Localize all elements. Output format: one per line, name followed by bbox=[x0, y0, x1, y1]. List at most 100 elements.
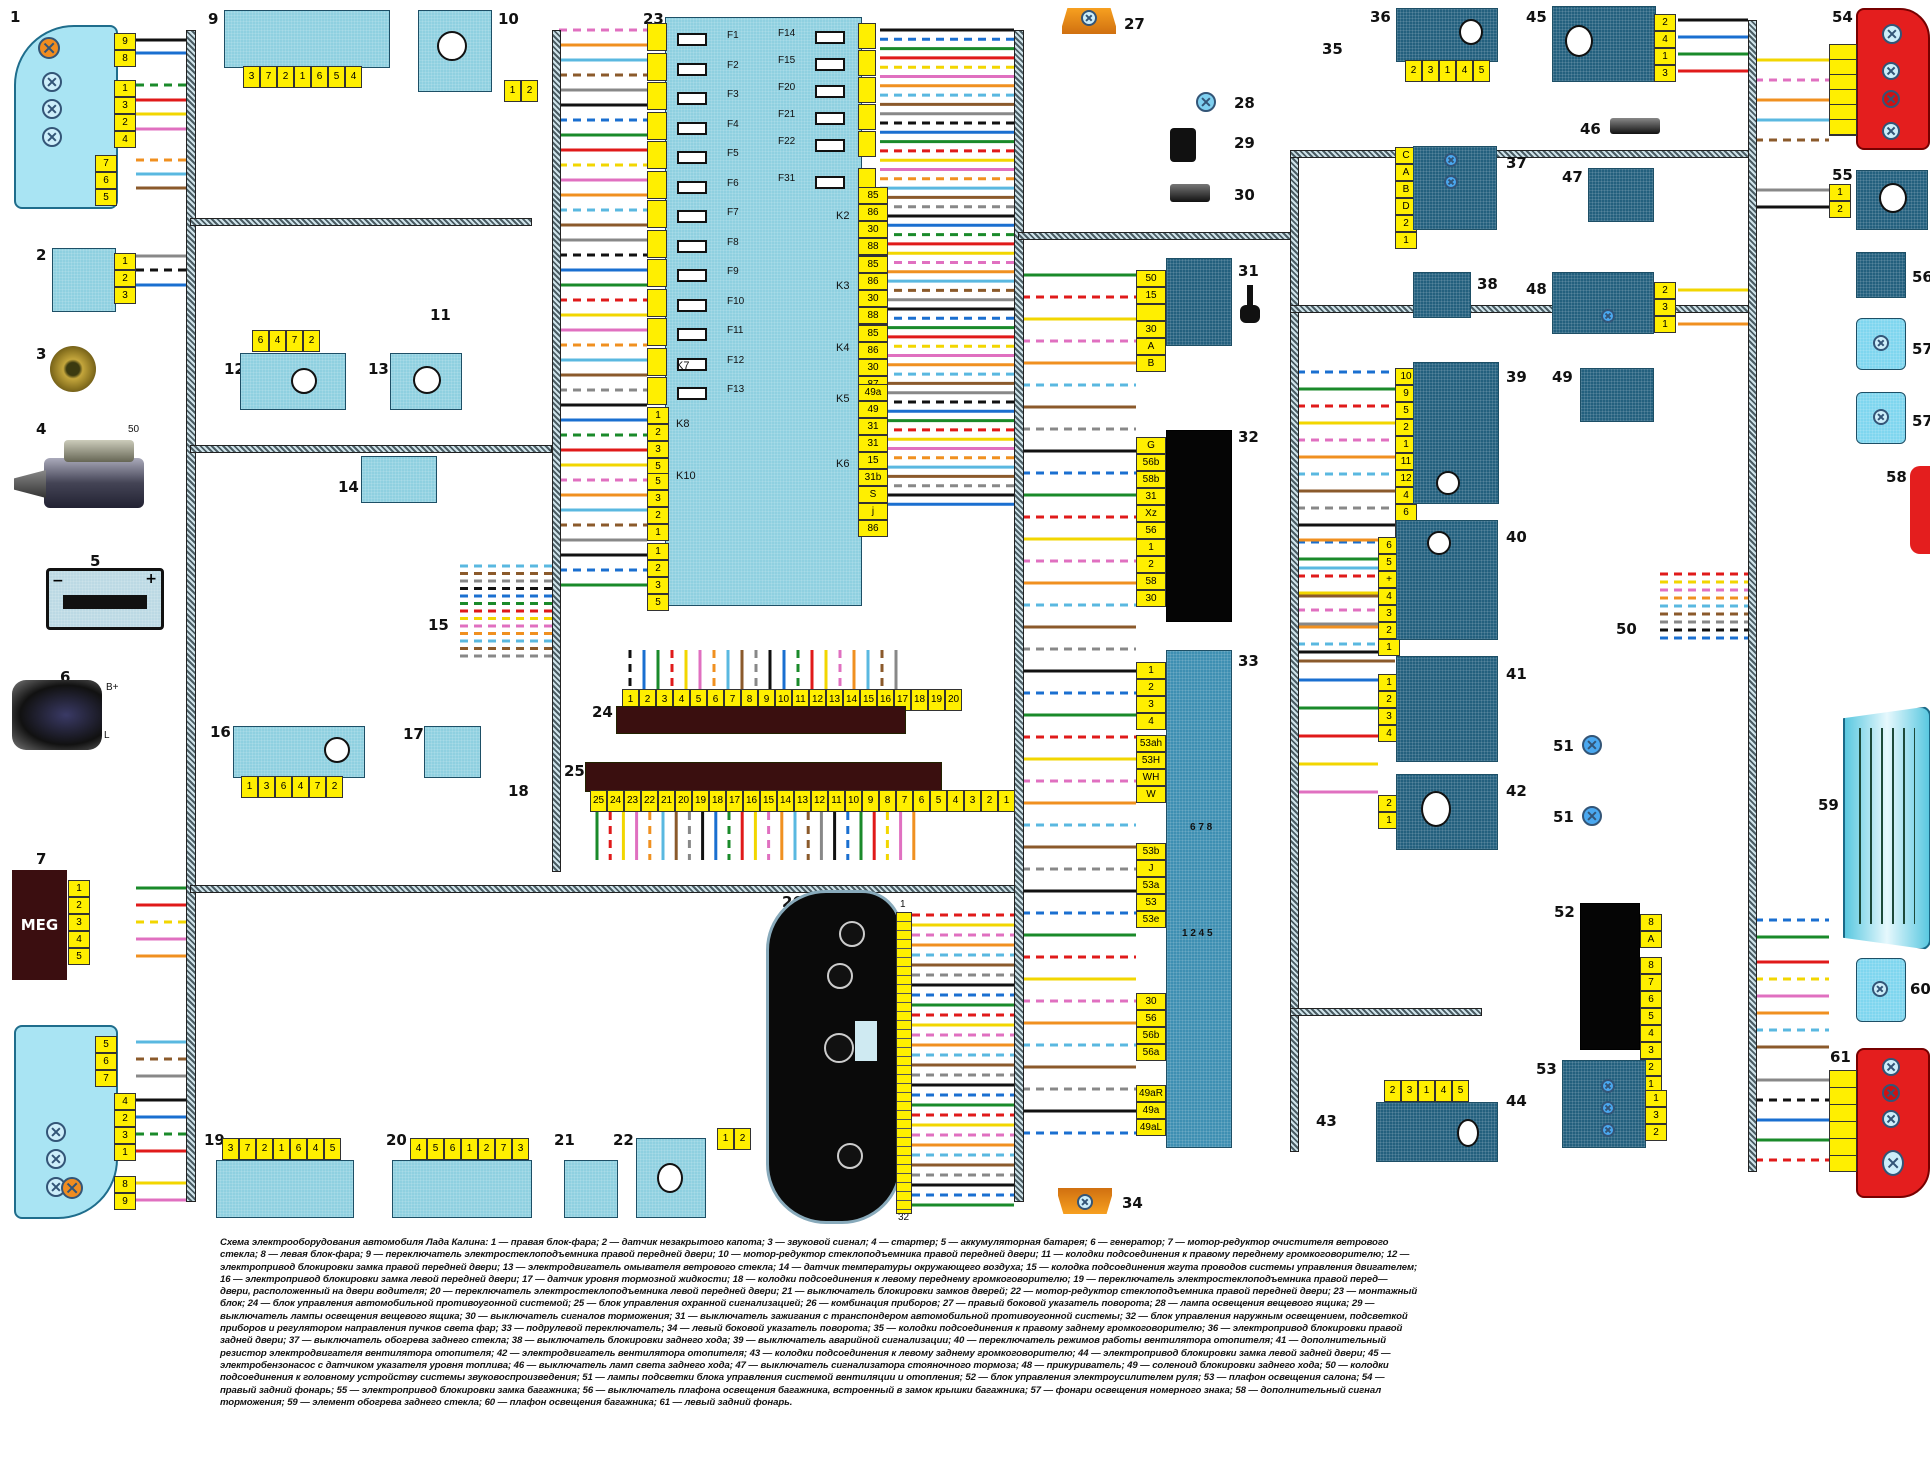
bulb-icon bbox=[42, 99, 62, 119]
license-plate-lamp-1 bbox=[1856, 318, 1906, 370]
connector-pin: 6 bbox=[95, 1053, 117, 1070]
bulb-icon bbox=[1601, 1101, 1615, 1115]
component-number-15: 15 bbox=[428, 616, 449, 634]
connector-pin: 2 bbox=[68, 897, 90, 914]
connector-pin: G bbox=[1136, 437, 1166, 454]
connector-pin: 8 bbox=[1640, 914, 1662, 931]
connector-pin: 6 bbox=[1640, 991, 1662, 1008]
connector-pin: 9 bbox=[114, 1193, 136, 1210]
exterior-lighting-control-unit bbox=[1166, 430, 1232, 622]
connector-pin: 1 bbox=[1654, 48, 1676, 65]
connector-pin: 56a bbox=[1136, 1044, 1166, 1061]
hvac-backlight-lamp bbox=[1582, 735, 1602, 755]
connector-pin: S bbox=[858, 486, 888, 503]
component-number-30: 30 bbox=[1234, 186, 1255, 204]
fuse-terminal bbox=[647, 347, 667, 376]
fuse-label: F4 bbox=[727, 118, 739, 130]
connector-pin: 1 bbox=[1378, 639, 1400, 656]
connector-pin: 5 bbox=[1452, 1080, 1469, 1102]
component-number-53: 53 bbox=[1536, 1060, 1557, 1078]
fuse-label: F15 bbox=[778, 55, 796, 66]
door-lock-actuator-right-front bbox=[240, 353, 346, 410]
harness-trunk-right bbox=[1748, 20, 1757, 1172]
connector-pin: 10 bbox=[775, 689, 792, 711]
connector-pin: J bbox=[1136, 860, 1166, 877]
connector-pin: 6 bbox=[95, 172, 117, 189]
component-number-14: 14 bbox=[338, 478, 359, 496]
connector-pin: 53H bbox=[1136, 752, 1166, 769]
connector-pin: 3 bbox=[512, 1138, 529, 1160]
battery-negative-icon: − bbox=[52, 573, 64, 589]
connector-pin: 3 bbox=[1645, 1107, 1667, 1124]
connector-pin: 1 bbox=[461, 1138, 478, 1160]
component-number-59: 59 bbox=[1818, 796, 1839, 814]
relay-label-k7: K7 bbox=[676, 360, 690, 372]
component-number-24: 24 bbox=[592, 703, 613, 721]
connector-pin: 7 bbox=[286, 330, 303, 352]
connector-pin: 49a bbox=[858, 384, 888, 401]
component-number-27: 27 bbox=[1124, 15, 1145, 33]
wiper-motor-unit: MEG bbox=[12, 870, 67, 980]
component-number-37: 37 bbox=[1506, 154, 1527, 172]
connector-pin: 20 bbox=[945, 689, 962, 711]
generator-terminal-bplus: B+ bbox=[106, 682, 119, 693]
connector-pin: 49aL bbox=[1136, 1119, 1166, 1136]
connector-pin: 1 bbox=[1378, 674, 1400, 691]
bulb-icon bbox=[1873, 335, 1889, 351]
connector-pin: A bbox=[1136, 338, 1166, 355]
connector-pin: 3 bbox=[964, 790, 981, 812]
component-number-46: 46 bbox=[1580, 120, 1601, 138]
fuse-label: F7 bbox=[727, 207, 739, 218]
connector-pin: 1 bbox=[504, 80, 521, 102]
connector-pin: 3 bbox=[1401, 1080, 1418, 1102]
connector-pin: 2 bbox=[114, 1110, 136, 1127]
fuse-label: F6 bbox=[727, 177, 739, 189]
brake-fluid-level-sensor bbox=[424, 726, 481, 778]
bulb-icon bbox=[1882, 24, 1902, 44]
fuse-icon bbox=[815, 31, 845, 44]
fuse-label: F5 bbox=[727, 148, 739, 159]
connector-pin: 4 bbox=[1640, 1025, 1662, 1042]
cigarette-lighter bbox=[1552, 272, 1654, 334]
wire-layer bbox=[136, 18, 1829, 1207]
fuse-terminal bbox=[647, 111, 667, 140]
connector-pin: 56b bbox=[1136, 454, 1166, 471]
component-number-18: 18 bbox=[508, 782, 529, 800]
connector-pin: 1 bbox=[622, 689, 639, 711]
fuse-label: F8 bbox=[727, 236, 739, 248]
connector-pin: 7 bbox=[95, 155, 117, 172]
relay-label-k5: K5 bbox=[836, 393, 850, 405]
motor-icon bbox=[1879, 183, 1907, 213]
connector-pin: 1 bbox=[114, 80, 136, 97]
connector-pin: + bbox=[1378, 571, 1400, 588]
connector-pin: 15 bbox=[760, 790, 777, 812]
component-number-10: 10 bbox=[498, 10, 519, 28]
component-number-44: 44 bbox=[1506, 1092, 1527, 1110]
component-number-52: 52 bbox=[1554, 903, 1575, 921]
fuse-icon bbox=[815, 176, 845, 189]
connector-pin: 2 bbox=[1829, 201, 1851, 218]
connector-pin: 5 bbox=[1378, 554, 1400, 571]
fuse-icon bbox=[815, 112, 845, 125]
fuse-icon bbox=[677, 92, 707, 105]
right-rear-lamp bbox=[1856, 8, 1930, 150]
indicator-lamp-icon bbox=[1601, 309, 1615, 323]
fuse-label: F22 bbox=[778, 136, 796, 147]
fuse-label: F13 bbox=[727, 384, 745, 395]
connector-pin: 31b bbox=[858, 469, 888, 486]
connector-pin: WH bbox=[1136, 769, 1166, 786]
fuse-label: F12 bbox=[727, 354, 745, 366]
connector-pin: 3 bbox=[114, 287, 136, 304]
connector-pin: 18 bbox=[911, 689, 928, 711]
generator-icon bbox=[12, 680, 102, 750]
component-number-28: 28 bbox=[1234, 94, 1255, 112]
connector-pin: 7 bbox=[495, 1138, 512, 1160]
